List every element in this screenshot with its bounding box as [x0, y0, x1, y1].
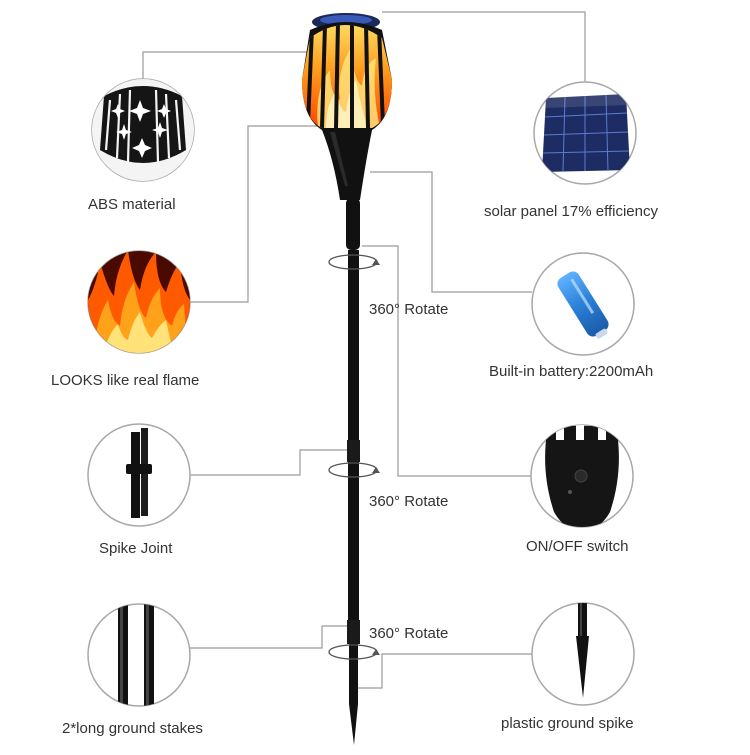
connector-flame — [190, 125, 332, 303]
rotate-arrows — [328, 254, 380, 660]
ground-spike-part — [349, 644, 358, 704]
ground-stakes-label: 2*long ground stakes — [62, 720, 203, 737]
rotate-label-3: 360° Rotate — [369, 625, 449, 642]
stake-segment-1 — [348, 250, 359, 440]
battery-icon — [557, 271, 609, 339]
rotate-label-1: 360° Rotate — [369, 301, 449, 318]
solar-cap-panel — [320, 15, 372, 25]
connector-battery — [370, 171, 532, 293]
switch-label: ON/OFF switch — [526, 538, 629, 555]
battery-circle — [531, 252, 635, 356]
spike-joint-icon — [126, 428, 152, 518]
torch-neck — [322, 130, 372, 200]
ground-stakes-circle — [87, 603, 191, 707]
connector-lines — [142, 11, 586, 689]
spike-joint-1 — [347, 440, 360, 462]
spike-joint-circle — [87, 423, 191, 527]
ground-spike-icon — [576, 603, 589, 698]
rotate-arrow-icon — [328, 644, 380, 660]
connector-solar — [382, 11, 586, 82]
torch-handle — [346, 198, 360, 250]
torch — [302, 13, 392, 745]
connector-joint — [190, 449, 348, 476]
connector-switch — [362, 245, 531, 477]
spike-joint-label: Spike Joint — [99, 540, 173, 557]
solar-panel-label: solar panel 17% efficiency — [484, 203, 658, 220]
rotate-arrow-icon — [328, 254, 380, 270]
stake-segment-2 — [348, 462, 359, 622]
ground-spike-label: plastic ground spike — [501, 715, 634, 732]
rotate-arrow-icon — [328, 462, 380, 478]
connector-stakes — [190, 625, 348, 649]
battery-label: Built-in battery:2200mAh — [489, 363, 654, 380]
connector-spike — [358, 653, 532, 689]
switch-circle — [530, 424, 634, 528]
real-flame-label: LOOKS like real flame — [51, 372, 200, 389]
rotate-label-2: 360° Rotate — [369, 493, 449, 510]
connector-abs — [142, 51, 320, 79]
ground-spike-circle — [531, 602, 635, 706]
real-flame-circle — [87, 250, 191, 354]
flame-icon — [88, 251, 190, 353]
spike-joint-2 — [347, 620, 360, 644]
solar-panel-circle — [533, 81, 637, 185]
abs-material-circle — [91, 78, 195, 182]
power-switch-icon — [545, 425, 619, 527]
solar-panel-icon — [542, 94, 630, 172]
ground-stakes-icon — [118, 604, 154, 706]
abs-material-label: ABS material — [88, 196, 176, 213]
abs-cage-icon — [92, 79, 194, 181]
